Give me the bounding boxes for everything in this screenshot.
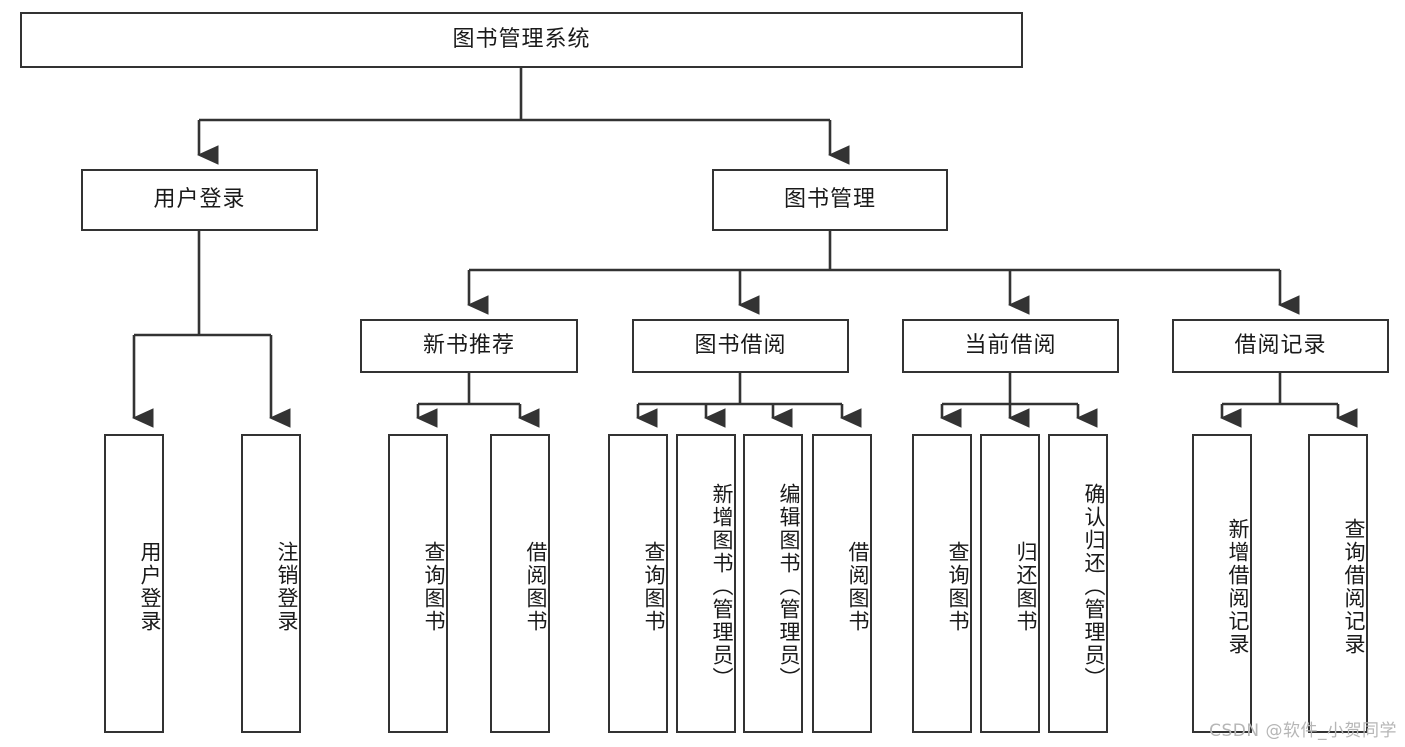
node-current-borrow[interactable]: 当前借阅 [902,319,1119,373]
node-label: 查询借阅记录 [1342,517,1366,656]
node-label: 查询图书 [946,540,970,633]
node-root-book-management-system[interactable]: 图书管理系统 [20,12,1023,68]
node-book-borrow[interactable]: 图书借阅 [632,319,849,373]
node-user-login[interactable]: 用户登录 [81,169,318,231]
leaf-new-book-borrow[interactable]: 借阅图书 [490,434,550,733]
node-label: 查询图书 [422,540,446,633]
leaf-borrow-edit-book-admin[interactable]: 编辑图书（管理员） [743,434,803,733]
node-label: 确认归还（管理员） [1082,483,1106,690]
node-label: 借阅图书 [846,540,870,633]
node-label: 图书借阅 [694,332,787,358]
leaf-borrow-query-book[interactable]: 查询图书 [608,434,668,733]
node-label: 新书推荐 [422,332,515,358]
node-label: 新增借阅记录 [1226,517,1250,656]
node-label: 新增图书（管理员） [710,483,734,690]
node-label: 图书管理 [783,186,876,212]
node-label: 图书管理系统 [452,26,591,52]
node-label: 借阅记录 [1234,332,1327,358]
leaf-user-login-login[interactable]: 用户登录 [104,434,164,733]
leaf-record-add-record[interactable]: 新增借阅记录 [1192,434,1252,733]
leaf-user-login-logout[interactable]: 注销登录 [241,434,301,733]
node-label: 查询图书 [642,540,666,633]
node-label: 注销登录 [275,540,299,633]
leaf-record-query-record[interactable]: 查询借阅记录 [1308,434,1368,733]
node-label: 编辑图书（管理员） [777,483,801,690]
node-book-management[interactable]: 图书管理 [712,169,948,231]
node-label: 当前借阅 [964,332,1057,358]
node-borrow-record[interactable]: 借阅记录 [1172,319,1389,373]
node-label: 用户登录 [138,540,162,633]
leaf-borrow-add-book-admin[interactable]: 新增图书（管理员） [676,434,736,733]
leaf-new-book-query[interactable]: 查询图书 [388,434,448,733]
leaf-current-return-book[interactable]: 归还图书 [980,434,1040,733]
node-label: 归还图书 [1014,540,1038,633]
node-label: 借阅图书 [524,540,548,633]
leaf-current-confirm-return-admin[interactable]: 确认归还（管理员） [1048,434,1108,733]
leaf-borrow-borrow-book[interactable]: 借阅图书 [812,434,872,733]
node-new-book-recommend[interactable]: 新书推荐 [360,319,578,373]
csdn-watermark: CSDN @软件_小贺同学 [1209,721,1397,741]
node-label: 用户登录 [153,186,246,212]
leaf-current-query-book[interactable]: 查询图书 [912,434,972,733]
